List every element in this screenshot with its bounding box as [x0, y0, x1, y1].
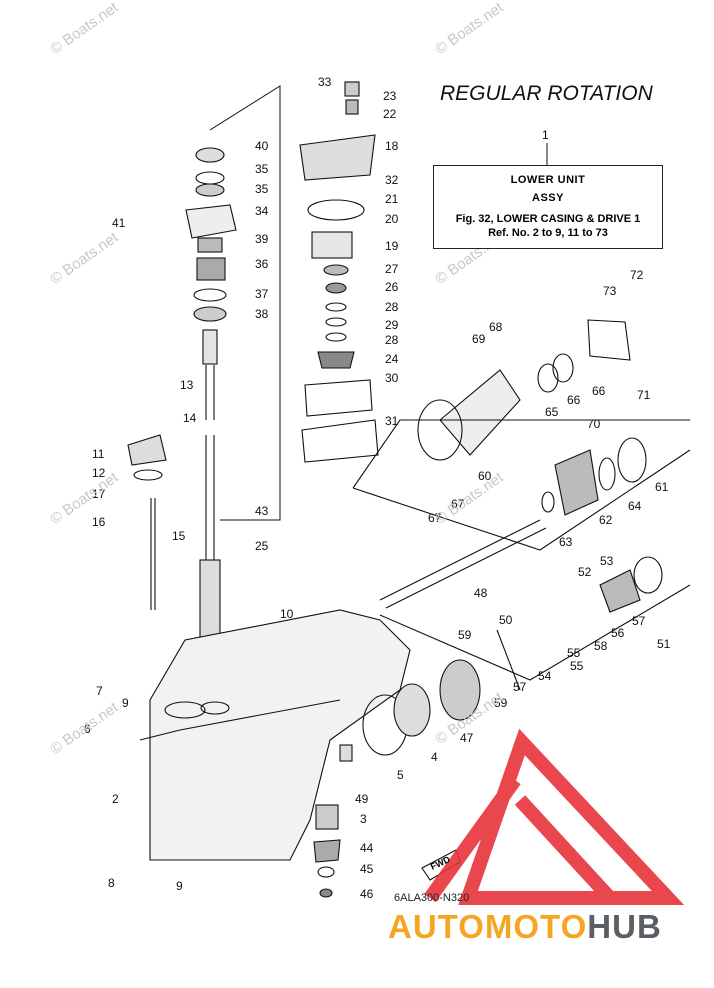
part-number-label: 17 [92, 487, 106, 501]
part-number-label: 18 [385, 139, 399, 153]
part-number-label: 9 [122, 696, 129, 710]
part-number-label: 15 [172, 529, 186, 543]
part-number-label: 32 [385, 173, 399, 187]
part-number-label: 23 [383, 89, 397, 103]
part-number-label: 57 [513, 680, 527, 694]
part-number-label: 59 [494, 696, 508, 710]
part-number-label: 19 [385, 239, 399, 253]
part-number-label: 54 [538, 669, 552, 683]
part-number-label: 8 [108, 876, 115, 890]
part-number-label: 52 [578, 565, 592, 579]
brand-part-1: AUTOMOTO [388, 908, 588, 945]
part-number-label: 40 [255, 139, 269, 153]
info-line-3: Fig. 32, LOWER CASING & DRIVE 1 [455, 213, 641, 225]
part-number-label: 35 [255, 162, 269, 176]
part-number-label: 28 [385, 333, 399, 347]
part-number-label: 45 [360, 862, 374, 876]
info-box-ref: 1 [542, 128, 549, 142]
part-number-label: 5 [397, 768, 404, 782]
part-number-label: 68 [489, 320, 503, 334]
info-line-1: LOWER UNIT [510, 174, 586, 186]
part-number-label: 71 [637, 388, 651, 402]
brand-part-2: HUB [587, 908, 662, 945]
part-number-label: 29 [385, 318, 399, 332]
triangle-logo-icon [424, 728, 685, 905]
part-number-label: 61 [655, 480, 669, 494]
part-number-label: 72 [630, 268, 644, 282]
part-number-label: 22 [383, 107, 397, 121]
part-number-label: 24 [385, 352, 399, 366]
part-number-label: 60 [478, 469, 492, 483]
page-title: REGULAR ROTATION [440, 82, 653, 105]
part-number-label: 37 [255, 287, 269, 301]
part-number-label: 27 [385, 262, 399, 276]
part-number-label: 28 [385, 300, 399, 314]
part-number-label: 43 [255, 504, 269, 518]
part-number-label: 66 [592, 384, 606, 398]
part-number-label: 55 [567, 646, 581, 660]
part-number-label: 10 [280, 607, 294, 621]
drawing-code: 6ALA300-N320 [394, 892, 470, 904]
part-number-label: 48 [474, 586, 488, 600]
part-number-label: 16 [92, 515, 106, 529]
part-number-label: 66 [567, 393, 581, 407]
part-number-label: 21 [385, 192, 399, 206]
part-number-label: 46 [360, 887, 374, 901]
part-number-label: 36 [255, 257, 269, 271]
part-number-label: 58 [594, 639, 608, 653]
part-number-label: 39 [255, 232, 269, 246]
part-number-label: 3 [360, 812, 367, 826]
part-number-label: 35 [255, 182, 269, 196]
brand-logo: AUTOMOTOHUB [388, 908, 662, 946]
part-number-label: 56 [611, 626, 625, 640]
info-line-2: ASSY [532, 192, 564, 204]
part-number-label: 70 [587, 417, 601, 431]
part-number-label: 33 [318, 75, 332, 89]
part-number-label: 41 [112, 216, 126, 230]
part-number-label: 63 [559, 535, 573, 549]
part-number-label: 6 [84, 722, 91, 736]
part-number-label: 57 [632, 614, 646, 628]
part-number-label: 25 [255, 539, 269, 553]
part-number-label: 65 [545, 405, 559, 419]
part-number-label: 26 [385, 280, 399, 294]
part-number-label: 14 [183, 411, 197, 425]
part-number-label: 47 [460, 731, 474, 745]
part-number-label: 13 [180, 378, 194, 392]
part-number-label: 44 [360, 841, 374, 855]
part-number-label: 67 [451, 497, 465, 511]
part-number-label: 67 [428, 511, 442, 525]
part-number-label: 2 [112, 792, 119, 806]
part-number-label: 51 [657, 637, 671, 651]
part-number-label: 9 [176, 879, 183, 893]
part-number-label: 31 [385, 414, 399, 428]
part-number-label: 30 [385, 371, 399, 385]
info-box: LOWER UNIT ASSY Fig. 32, LOWER CASING & … [433, 165, 663, 249]
part-number-label: 7 [96, 684, 103, 698]
part-number-label: 69 [472, 332, 486, 346]
part-number-label: 73 [603, 284, 617, 298]
part-number-label: 53 [600, 554, 614, 568]
part-number-label: 4 [431, 750, 438, 764]
part-number-label: 55 [570, 659, 584, 673]
info-line-4: Ref. No. 2 to 9, 11 to 73 [488, 227, 608, 239]
part-number-label: 62 [599, 513, 613, 527]
part-number-label: 34 [255, 204, 269, 218]
part-number-label: 20 [385, 212, 399, 226]
part-number-label: 12 [92, 466, 106, 480]
part-number-label: 50 [499, 613, 513, 627]
part-number-label: 59 [458, 628, 472, 642]
part-number-label: 64 [628, 499, 642, 513]
part-number-label: 49 [355, 792, 369, 806]
part-number-label: 11 [92, 447, 105, 461]
part-number-label: 38 [255, 307, 269, 321]
